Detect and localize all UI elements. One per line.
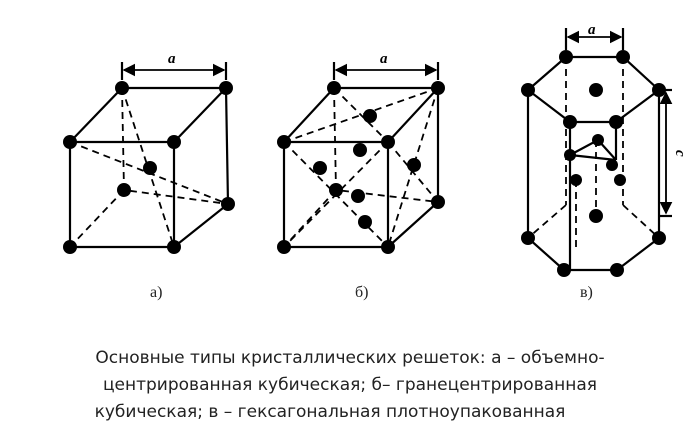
- hcp-dim-label-a: a: [588, 22, 596, 38]
- fcc-label: б): [355, 284, 368, 301]
- caption-line-1: Основные типы кристаллических решеток: а…: [95, 348, 605, 368]
- fcc-cell: a б): [277, 51, 445, 301]
- fcc-dim-label: a: [380, 51, 388, 67]
- bcc-cell: a а): [63, 51, 235, 301]
- hcp-dim-label-c: c: [672, 150, 688, 157]
- hcp-cell: a c в): [521, 22, 688, 301]
- bcc-label: а): [150, 284, 162, 301]
- caption-line-3: кубическая; в – гексагональная плотноупа…: [94, 402, 566, 422]
- bcc-dim-label: a: [168, 51, 176, 67]
- caption-line-2: центрированная кубическая; б– гранецентр…: [102, 375, 598, 395]
- hcp-label: в): [580, 284, 593, 301]
